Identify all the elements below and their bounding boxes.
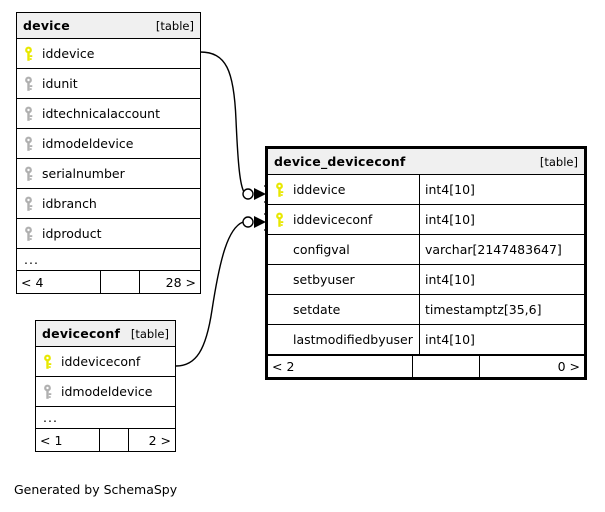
table-deviceconf-footer: < 1 2 > [36,429,175,451]
column-type: int4[10] [419,325,584,354]
foreign-key-icon [24,106,37,122]
foreign-key-icon [24,196,37,212]
column-cell: idmodeldevice [17,129,200,158]
table-row[interactable]: idbranch [17,189,200,219]
column-cell: idproduct [17,219,200,248]
column-name: idmodeldevice [61,384,153,399]
column-name: serialnumber [42,166,125,181]
table-device_deviceconf-name: device_deviceconf [274,154,406,169]
table-row[interactable]: idmodeldevice [17,129,200,159]
column-name: idtechnicalaccount [42,106,160,121]
column-type: timestamptz[35,6] [419,295,584,324]
footer-middle-cell [100,429,130,451]
table-device_deviceconf[interactable]: device_deviceconf [table] iddevice int4[… [265,146,587,380]
column-cell: iddevice [17,39,200,68]
column-name: lastmodifiedbyuser [293,332,413,347]
column-cell: idbranch [17,189,200,218]
table-row[interactable]: iddeviceconf int4[10] [268,205,584,235]
column-cell: idunit [17,69,200,98]
column-cell: configval [268,235,419,264]
column-cell: iddevice [268,175,419,204]
column-cell: lastmodifiedbyuser [268,325,419,354]
inbound-relationship-count: < 2 [268,356,414,377]
column-cell: iddeviceconf [36,347,175,376]
table-row[interactable]: setdate timestamptz[35,6] [268,295,584,325]
primary-key-icon [275,212,288,228]
primary-key-icon [24,46,37,62]
table-deviceconf-tag: [table] [130,326,169,341]
table-row[interactable]: idunit [17,69,200,99]
outbound-relationship-count: 28 > [165,274,196,290]
inbound-relationship-count: < 4 [17,271,102,293]
inbound-relationship-count: < 1 [36,429,100,451]
outbound-relationship-count: 2 > [148,432,171,448]
column-name: iddeviceconf [61,354,141,369]
foreign-key-icon [24,136,37,152]
table-deviceconf[interactable]: deviceconf [table] iddeviceconf idmodeld… [35,320,176,452]
column-name: iddevice [42,46,95,61]
table-row[interactable]: setbyuser int4[10] [268,265,584,295]
table-row[interactable]: configval varchar[2147483647] [268,235,584,265]
column-name: iddevice [293,182,346,197]
column-cell: setdate [268,295,419,324]
table-device_deviceconf-footer: < 2 0 > [268,355,584,377]
primary-key-icon [43,354,56,370]
column-name: idmodeldevice [42,136,134,151]
column-type: int4[10] [419,175,584,204]
primary-key-icon [275,182,288,198]
table-row[interactable]: iddevice int4[10] [268,175,584,205]
table-deviceconf-name: deviceconf [42,326,121,341]
table-row[interactable]: iddeviceconf [36,347,175,377]
footer-middle-cell [413,356,480,377]
column-type: varchar[2147483647] [419,235,584,264]
table-deviceconf-header: deviceconf [table] [36,321,175,347]
table-device-footer: < 4 28 > [17,271,200,293]
table-row[interactable]: serialnumber [17,159,200,189]
foreign-key-icon [24,166,37,182]
foreign-key-icon [24,226,37,242]
column-name: configval [293,242,350,257]
table-device-tag: [table] [155,18,194,33]
column-name: idbranch [42,196,97,211]
table-device_deviceconf-header: device_deviceconf [table] [268,149,584,175]
table-row[interactable]: iddevice [17,39,200,69]
column-cell: idtechnicalaccount [17,99,200,128]
column-type: int4[10] [419,205,584,234]
column-cell: iddeviceconf [268,205,419,234]
column-name: idproduct [42,226,102,241]
table-row[interactable]: idtechnicalaccount [17,99,200,129]
relationship-device-to-device_deviceconf [199,51,268,203]
column-type: int4[10] [419,265,584,294]
table-row[interactable]: idproduct [17,219,200,249]
diagram-caption: Generated by SchemaSpy [14,482,178,497]
table-device[interactable]: device [table] iddevice idunit idtechnic… [16,12,201,294]
cardinality-zero-marker [242,216,254,228]
table-device-name: device [23,18,70,33]
column-name: setbyuser [293,272,355,287]
outbound-relationship-count: 0 > [557,359,580,374]
cardinality-zero-marker [242,188,254,200]
table-device-header: device [table] [17,13,200,39]
foreign-key-icon [43,384,56,400]
column-name: idunit [42,76,78,91]
column-cell: setbyuser [268,265,419,294]
table-row[interactable]: idmodeldevice [36,377,175,407]
more-columns-indicator: ... [17,249,200,271]
column-cell: idmodeldevice [36,377,175,406]
column-name: iddeviceconf [293,212,373,227]
column-cell: serialnumber [17,159,200,188]
footer-middle-cell [101,271,140,293]
table-row[interactable]: lastmodifiedbyuser int4[10] [268,325,584,355]
table-device_deviceconf-tag: [table] [539,154,578,169]
foreign-key-icon [24,76,37,92]
column-name: setdate [293,302,341,317]
more-columns-indicator: ... [36,407,175,429]
